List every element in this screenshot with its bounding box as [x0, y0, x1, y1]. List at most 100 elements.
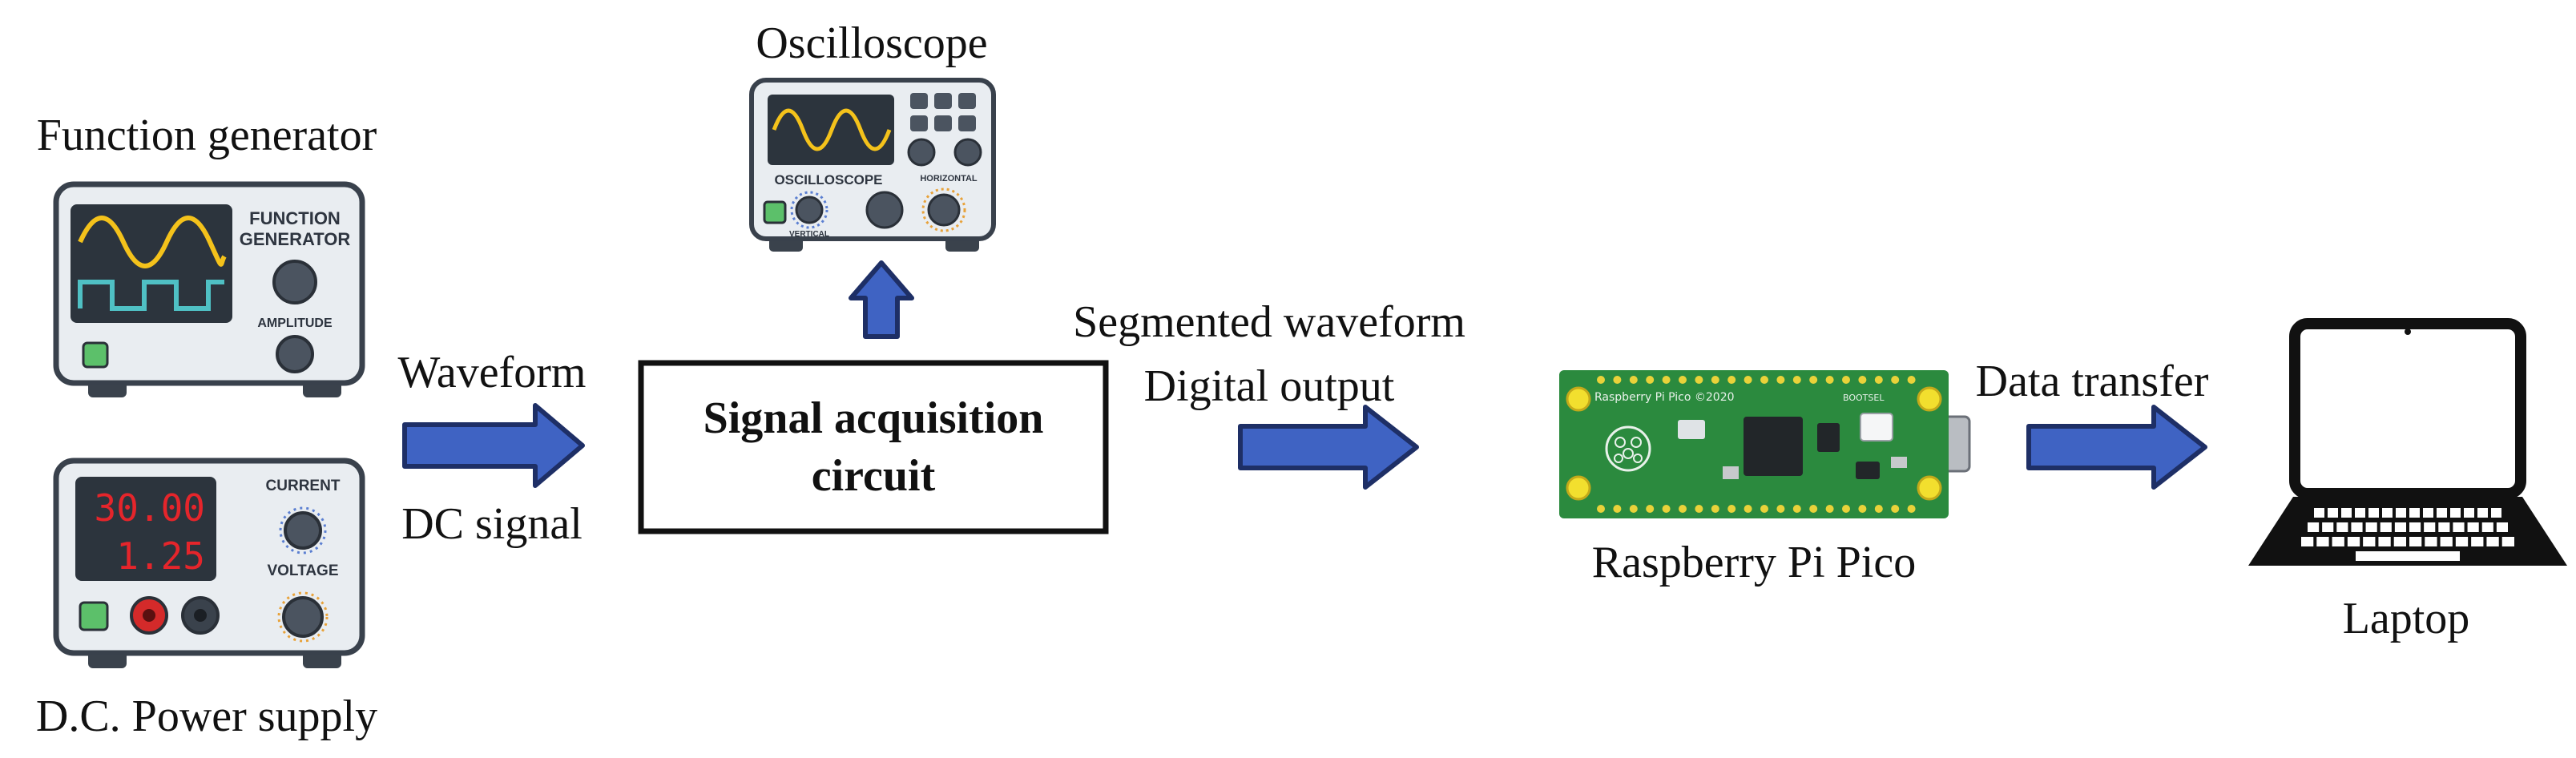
osc-center-knob: [865, 191, 904, 229]
laptop-key: [2322, 522, 2334, 532]
osc-power-led: [763, 200, 787, 224]
fg-title-line1: FUNCTION: [249, 208, 341, 228]
pico-pin: [1760, 376, 1768, 384]
arrow-inputs-to-circuit: [402, 403, 585, 488]
pico-pin: [1792, 505, 1801, 513]
ps-reading-voltage: 30.00: [95, 486, 205, 530]
pico-pin: [1809, 505, 1818, 513]
laptop-key: [2378, 537, 2391, 546]
laptop-key: [2453, 522, 2465, 532]
pico-pin: [1613, 505, 1622, 513]
pico-pin: [1825, 505, 1834, 513]
osc-vertical-dial-ticks: [790, 191, 828, 229]
digital-output-label: Digital output: [1144, 361, 1395, 411]
segmented-waveform-label: Segmented waveform: [1073, 297, 1465, 347]
pico-pin: [1629, 376, 1638, 384]
power-supply-device: 30.00 1.25 CURRENT VOLTAGE: [53, 458, 365, 668]
ps-current-dial-ticks: [279, 506, 327, 554]
arrow-circuit-to-pico: [1238, 405, 1419, 490]
fg-power-led: [82, 341, 109, 369]
function-generator-label: Function generator: [37, 111, 377, 160]
pico-flash-chip: [1817, 423, 1840, 452]
pico-pin: [1662, 505, 1671, 513]
pico-mount-hole-tl: [1566, 386, 1591, 412]
osc-horizontal-knob: [927, 193, 961, 227]
laptop-key: [2464, 508, 2474, 518]
ps-display: [75, 477, 216, 581]
pico-mount-hole-tr: [1917, 386, 1942, 412]
pico-pin: [1679, 376, 1687, 384]
laptop-key: [2455, 537, 2469, 546]
ps-reading-current: 1.25: [116, 534, 205, 578]
laptop-label: Laptop: [2343, 594, 2470, 643]
pico-smd-2: [1891, 457, 1907, 468]
pico-pin: [1776, 505, 1785, 513]
pico-pin: [1727, 376, 1736, 384]
pico-pin: [1825, 376, 1834, 384]
laptop-key: [2355, 508, 2365, 518]
raspberry-pi-pico-board: Raspberry Pi Pico ©2020 BOOTSEL: [1559, 370, 1971, 518]
ps-current-label: CURRENT: [266, 478, 341, 494]
laptop-key: [2382, 508, 2393, 518]
ps-power-led: [79, 601, 109, 631]
pico-pin: [1907, 376, 1916, 384]
ps-current-knob: [284, 511, 322, 550]
laptop-key: [2491, 508, 2501, 518]
pico-pin: [1858, 376, 1867, 384]
circuit-label-line2: circuit: [812, 451, 936, 501]
laptop-key: [2471, 537, 2484, 546]
signal-acquisition-circuit-box: [638, 360, 1109, 534]
pico-crystal: [1678, 420, 1705, 439]
pico-pin: [1629, 505, 1638, 513]
square-wave-icon: [78, 280, 224, 311]
raspberry-logo-icon: [1605, 425, 1651, 472]
pico-pin: [1597, 505, 1605, 513]
fg-frequency-knob: [272, 260, 317, 304]
fg-title-line2: GENERATOR: [240, 229, 351, 249]
pico-pin: [1646, 505, 1655, 513]
ps-voltage-label: VOLTAGE: [267, 562, 338, 579]
osc-button-grid: [910, 93, 976, 131]
laptop-key: [2368, 508, 2379, 518]
circuit-label-line1: Signal acquisition: [703, 393, 1044, 443]
pico-smd-1: [1723, 466, 1739, 479]
raspberry-pi-pico-label: Raspberry Pi Pico: [1592, 538, 1916, 587]
pico-pin: [1874, 376, 1883, 384]
pico-bootsel-button: [1860, 413, 1893, 441]
osc-title: OSCILLOSCOPE: [774, 172, 882, 187]
laptop-key: [2409, 537, 2422, 546]
osc-horizontal-dial-ticks: [921, 187, 966, 232]
laptop-key: [2308, 522, 2320, 532]
fg-amplitude-knob: [276, 335, 314, 373]
waveform-label: Waveform: [398, 348, 587, 397]
osc-knob-upper-left: [907, 138, 936, 167]
laptop-key: [2341, 508, 2352, 518]
laptop-key: [2314, 508, 2324, 518]
pico-pin: [1792, 376, 1801, 384]
osc-vertical-label: VERTICAL: [789, 230, 829, 239]
oscilloscope-device: OSCILLOSCOPE HORIZONTAL VERTICAL: [749, 78, 996, 252]
laptop-key: [2393, 537, 2406, 546]
pico-pin: [1842, 505, 1850, 513]
pico-pin: [1842, 376, 1850, 384]
laptop-screen: [2289, 318, 2526, 499]
pico-rp2040-chip: [1744, 417, 1803, 476]
laptop-key: [2332, 537, 2344, 546]
pico-pin: [1695, 376, 1703, 384]
laptop-key: [2440, 537, 2453, 546]
arrow-circuit-to-oscilloscope: [849, 260, 914, 339]
pico-pin: [1776, 376, 1785, 384]
laptop-key: [2501, 537, 2514, 546]
pico-pin: [1744, 376, 1752, 384]
pico-silkscreen: Raspberry Pi Pico ©2020: [1594, 391, 1735, 404]
pico-pin: [1597, 376, 1605, 384]
pico-pin: [1711, 505, 1719, 513]
sine-wave-icon: [78, 216, 227, 268]
laptop-key: [2347, 537, 2360, 546]
pico-pin: [1760, 505, 1768, 513]
laptop-key: [2425, 537, 2437, 546]
pico-regulator: [1856, 462, 1880, 479]
laptop-key: [2467, 522, 2479, 532]
laptop-key: [2336, 522, 2348, 532]
